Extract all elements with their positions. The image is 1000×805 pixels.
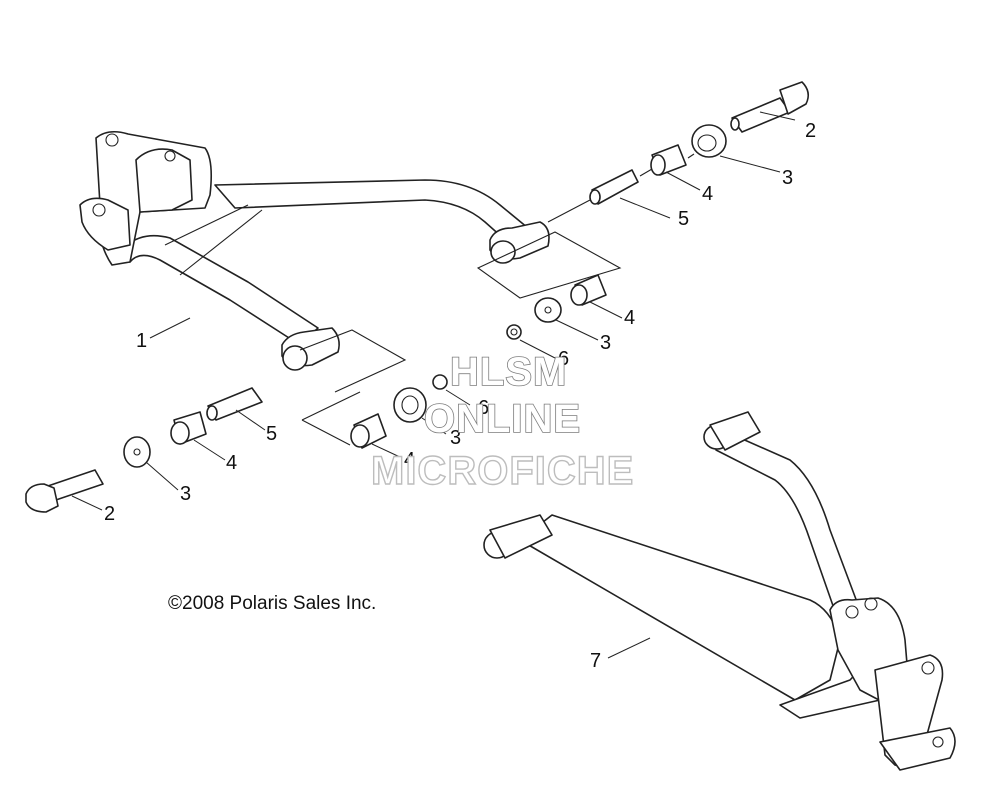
callout-3-top: 3 <box>782 167 793 189</box>
watermark-line-3: MICROFICHE <box>371 449 634 493</box>
upper-front-hardware <box>506 274 607 340</box>
callout-6-center: 6 <box>478 397 489 419</box>
leader-lines <box>71 111 796 659</box>
watermark: HLSM ONLINE MICROFICHE <box>370 349 634 494</box>
watermark-line-2: ONLINE <box>424 397 581 441</box>
callout-7: 7 <box>590 650 601 672</box>
callout-5-top: 5 <box>678 208 689 230</box>
callout-4-center: 4 <box>404 449 415 471</box>
callout-2-top: 2 <box>805 120 816 142</box>
copyright-notice: ©2008 Polaris Sales Inc. <box>168 593 376 614</box>
lower-front-hardware <box>25 374 448 513</box>
callout-3-center: 3 <box>450 427 461 449</box>
callout-1: 1 <box>136 330 147 352</box>
upper-a-arm <box>79 130 622 446</box>
callout-3-middle: 3 <box>600 332 611 354</box>
callout-6-middle: 6 <box>558 348 569 370</box>
watermark-line-1: HLSM <box>450 350 567 394</box>
callout-5-left: 5 <box>266 423 277 445</box>
callout-4-left: 4 <box>226 452 237 474</box>
upper-rear-hardware <box>547 81 810 223</box>
callout-4-top: 4 <box>702 183 713 205</box>
callout-4-middle: 4 <box>624 307 635 329</box>
callout-numbers: 1 2 3 4 5 4 3 6 6 3 4 5 4 3 2 7 <box>104 120 816 672</box>
lower-a-arm <box>483 411 956 771</box>
callout-3-left: 3 <box>180 483 191 505</box>
callout-2-left: 2 <box>104 503 115 525</box>
